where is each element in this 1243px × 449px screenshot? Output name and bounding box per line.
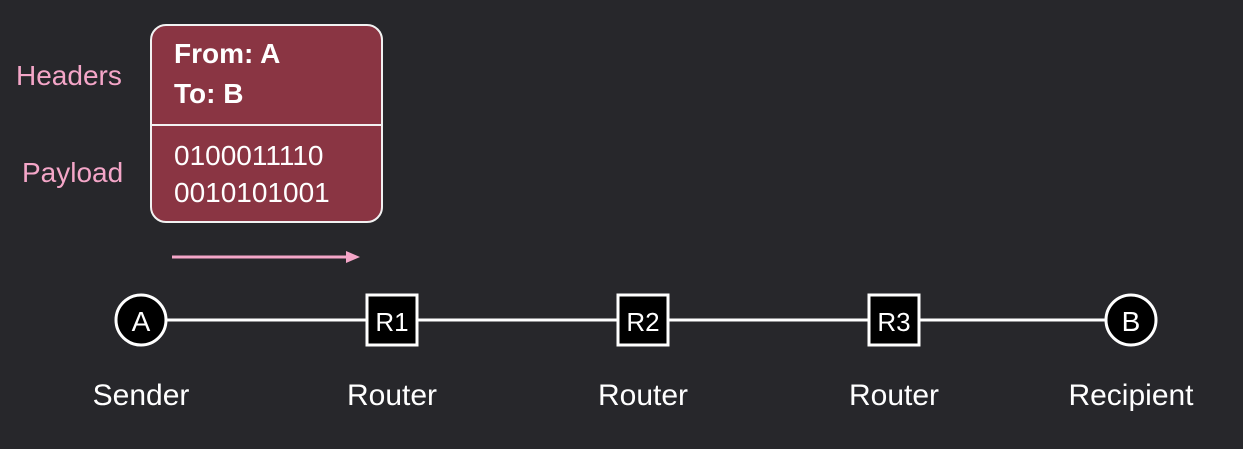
payload-line-2: 0010101001 bbox=[174, 177, 330, 208]
caption-sender: Sender bbox=[92, 379, 190, 412]
node-r3: R3 bbox=[867, 293, 921, 347]
node-b: B bbox=[1104, 293, 1158, 347]
direction-arrow-icon bbox=[172, 251, 360, 263]
header-from: From: A bbox=[174, 38, 281, 69]
node-b-label: B bbox=[1122, 306, 1141, 337]
caption-recipient: Recipient bbox=[1068, 379, 1194, 412]
caption-router-2: Router bbox=[597, 379, 689, 412]
caption-router-3: Router bbox=[848, 379, 940, 412]
node-r1-label: R1 bbox=[375, 307, 408, 337]
node-r2: R2 bbox=[616, 293, 670, 347]
headers-label: Headers bbox=[16, 60, 122, 91]
payload-line-1: 0100011110 bbox=[174, 140, 324, 171]
node-a: A bbox=[114, 293, 168, 347]
node-r3-label: R3 bbox=[877, 307, 910, 337]
node-r2-label: R2 bbox=[626, 307, 659, 337]
caption-router-1: Router bbox=[346, 379, 438, 412]
node-r1: R1 bbox=[365, 293, 419, 347]
packet-divider bbox=[152, 124, 381, 126]
header-to: To: B bbox=[174, 78, 244, 109]
node-a-label: A bbox=[132, 306, 151, 337]
packet-box: From: A To: B 0100011110 0010101001 bbox=[150, 24, 383, 223]
payload-label: Payload bbox=[22, 157, 124, 188]
